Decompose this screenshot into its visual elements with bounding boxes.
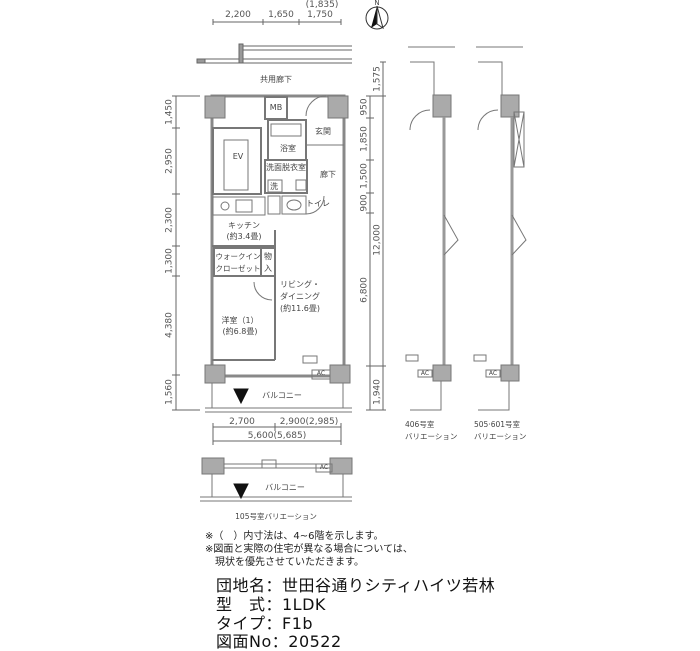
room-entrance: 玄関 — [315, 127, 331, 136]
dim-right-outer: 12,000 — [372, 224, 383, 256]
entrance-marker-icon — [233, 483, 249, 500]
dim-top-3-alt: (1,835) — [305, 0, 339, 10]
room-storage: 物 — [264, 252, 272, 261]
dim-right: 6,800 — [359, 277, 370, 303]
note: ※（ ）内寸法は、4~6階を示します。 — [205, 531, 384, 542]
room-storage-2: 入 — [264, 264, 272, 273]
dim-left: 1,300 — [164, 248, 175, 274]
dim-left: 2,950 — [164, 148, 175, 174]
variation-406-label: 406号室 — [405, 420, 435, 429]
unit-type: タイプ：F1b — [216, 614, 314, 633]
note: ※図面と実際の住宅が異なる場合については、 — [205, 544, 413, 555]
room-bedroom: 洋室（1） — [221, 316, 259, 325]
room-bedroom-size: (約6.8畳) — [222, 327, 258, 336]
variation-406-label-2: バリエーション — [405, 432, 458, 441]
entrance-marker-icon — [233, 388, 249, 405]
dim-right: 1,940 — [372, 379, 383, 405]
room-living-size: (約11.6畳) — [279, 304, 321, 313]
drawing-number: 図面No：20522 — [216, 632, 342, 651]
room-hallway: 廊下 — [320, 170, 336, 179]
dim-right: 900 — [359, 194, 370, 212]
corridor — [196, 43, 352, 64]
dim-left: 1,560 — [164, 379, 175, 405]
dim-left: 4,380 — [164, 312, 175, 338]
room-washer: 洗 — [270, 182, 278, 191]
room-ev: EV — [232, 152, 244, 161]
room-living: リビング・ — [280, 280, 320, 289]
dim-top-3: 1,750 — [307, 10, 333, 20]
dim-top-1: 2,200 — [225, 10, 251, 20]
bottom-dimension-line — [212, 423, 342, 445]
north-arrow-icon — [365, 5, 389, 30]
ac-unit: AC — [420, 370, 430, 377]
dim-top-2: 1,650 — [268, 10, 294, 20]
dim-bottom-1: 2,700 — [229, 417, 255, 427]
dim-right: 1,850 — [359, 126, 370, 152]
ac-unit: AC — [488, 370, 498, 377]
variation-505-label-2: バリエーション — [474, 432, 527, 441]
balcony-label: バルコニー — [262, 391, 302, 400]
dim-right: 950 — [359, 98, 370, 116]
room-mb: MB — [269, 103, 283, 112]
note: 現状を優先させていただきます。 — [205, 557, 364, 568]
variation-105-plan — [200, 457, 353, 502]
right-dimension-line — [366, 61, 386, 411]
dim-right-outer: 1,575 — [372, 66, 383, 92]
balcony-label: バルコニー — [265, 483, 305, 492]
dim-right: 1,500 — [359, 163, 370, 189]
top-dimension-line — [212, 19, 342, 25]
model-type: 型 式：1LDK — [216, 595, 326, 614]
room-bath: 浴室 — [280, 144, 296, 153]
left-dimension-line — [172, 95, 200, 411]
room-kitchen: キッチン — [228, 221, 260, 230]
dim-bottom-total: 5,600(5,685) — [247, 431, 307, 441]
variation-505-label: 505·601号室 — [474, 420, 521, 429]
dim-left: 1,450 — [164, 99, 175, 125]
room-walk-in-closet: ウォークイン — [215, 252, 261, 261]
ac-unit: AC — [316, 370, 326, 377]
corridor-label: 共用廊下 — [260, 75, 292, 84]
room-washroom: 洗面脱衣室 — [266, 163, 306, 172]
dim-bottom-2: 2,900(2,985) — [279, 417, 339, 427]
room-kitchen-size: (約3.4畳) — [226, 232, 262, 241]
room-walk-in-closet-2: クローゼット — [215, 264, 261, 273]
north-label: N — [374, 0, 380, 7]
complex-name: 団地名：世田谷通りシティハイツ若林 — [216, 576, 496, 595]
variation-105-label: 105号室バリエーション — [235, 512, 317, 521]
room-toilet: トイレ — [306, 199, 330, 208]
room-living-2: ダイニング — [280, 292, 320, 301]
main-unit-plan — [204, 94, 352, 413]
variation-406-plan — [405, 46, 459, 411]
variation-505-601-plan — [473, 46, 527, 411]
ac-unit: AC — [319, 464, 329, 471]
dim-left: 2,300 — [164, 207, 175, 233]
